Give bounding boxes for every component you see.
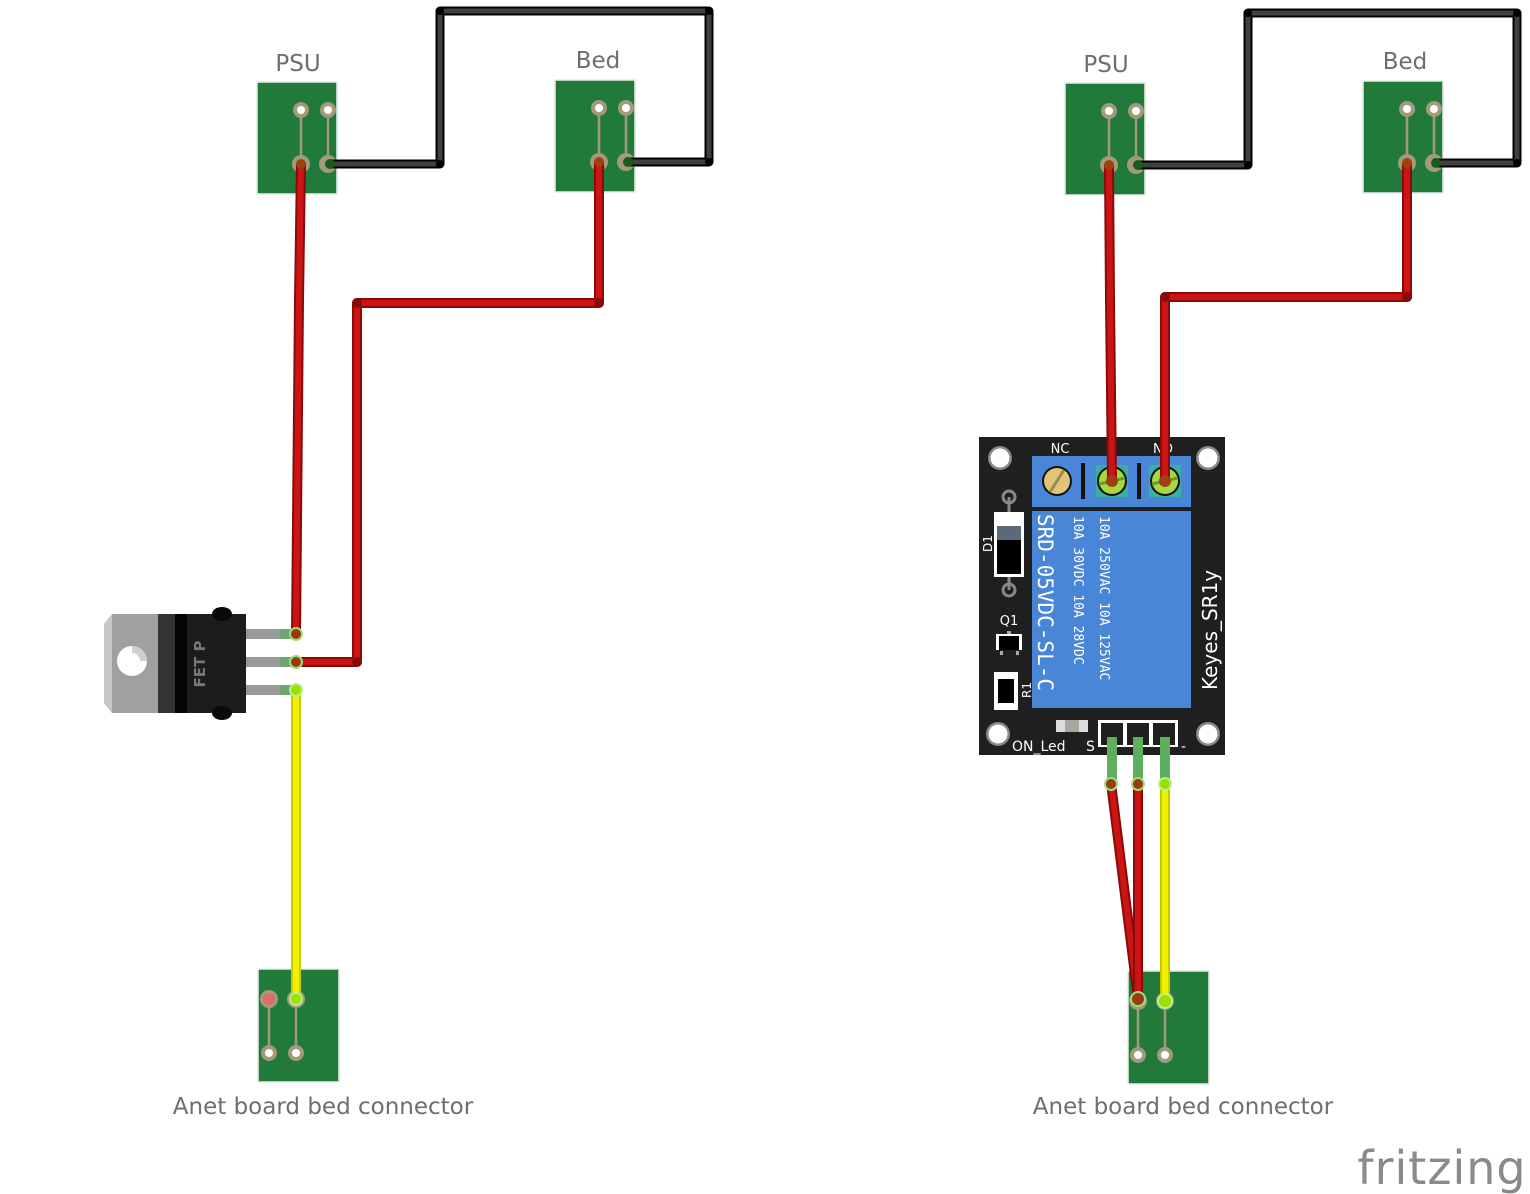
pin-pad [1426, 101, 1442, 117]
transistor [999, 636, 1019, 650]
header-pin [1160, 737, 1170, 783]
led-label: ON_Led [1012, 739, 1066, 755]
right-bed-label: Bed [1383, 49, 1428, 75]
wire-black[interactable] [1138, 8, 1522, 170]
wire-black[interactable] [330, 6, 714, 169]
left-bed-label: Bed [576, 48, 621, 74]
pin-pad [1130, 1047, 1146, 1063]
mosfet-transistor[interactable]: FET P [104, 607, 298, 720]
left-anet-label: Anet board bed connector [173, 1094, 474, 1120]
relay-body [1032, 511, 1191, 708]
wire-red[interactable] [1160, 163, 1412, 481]
right-psu-label: PSU [1083, 52, 1128, 78]
left-psu-label: PSU [275, 51, 320, 77]
relay-brand: Keyes_SR1y [1198, 570, 1222, 690]
pin-pad [1157, 1047, 1173, 1063]
pin-pad [591, 100, 607, 116]
relay-model: SRD-05VDC-SL-C [1033, 514, 1057, 691]
pin-s-label: S [1086, 739, 1095, 755]
wire-red[interactable] [296, 162, 604, 667]
right-anet-label: Anet board bed connector [1033, 1094, 1334, 1120]
fritzing-logo: fritzing [1357, 1141, 1526, 1194]
relay-module[interactable]: NC NO 10A 250VAC 10A 125VAC 10A 30VDC 10… [979, 437, 1225, 783]
pin-pad [1101, 103, 1117, 119]
pin-pad-highlight [263, 993, 275, 1005]
mosfet-marking: FET P [191, 641, 209, 688]
relay-rating-ac: 10A 250VAC 10A 125VAC [1096, 516, 1111, 680]
pin-minus-label: - [1181, 739, 1186, 755]
header-pin [1107, 737, 1117, 783]
pin-pad [288, 1045, 304, 1061]
diode-label: D1 [981, 535, 995, 552]
pin-pad [293, 102, 309, 118]
right-wires [1104, 8, 1522, 1009]
pin-pad [320, 102, 336, 118]
pin-pad [1399, 101, 1415, 117]
pin-pad [618, 100, 634, 116]
pin-pad [1128, 103, 1144, 119]
transistor-label: Q1 [1000, 614, 1019, 629]
header-pin [1133, 737, 1143, 783]
pin-pad [261, 1045, 277, 1061]
left-wires [289, 6, 714, 1006]
terminal-nc-label: NC [1051, 442, 1070, 457]
relay-rating-dc: 10A 30VDC 10A 28VDC [1070, 516, 1085, 665]
resistor-label: R1 [1020, 682, 1034, 698]
